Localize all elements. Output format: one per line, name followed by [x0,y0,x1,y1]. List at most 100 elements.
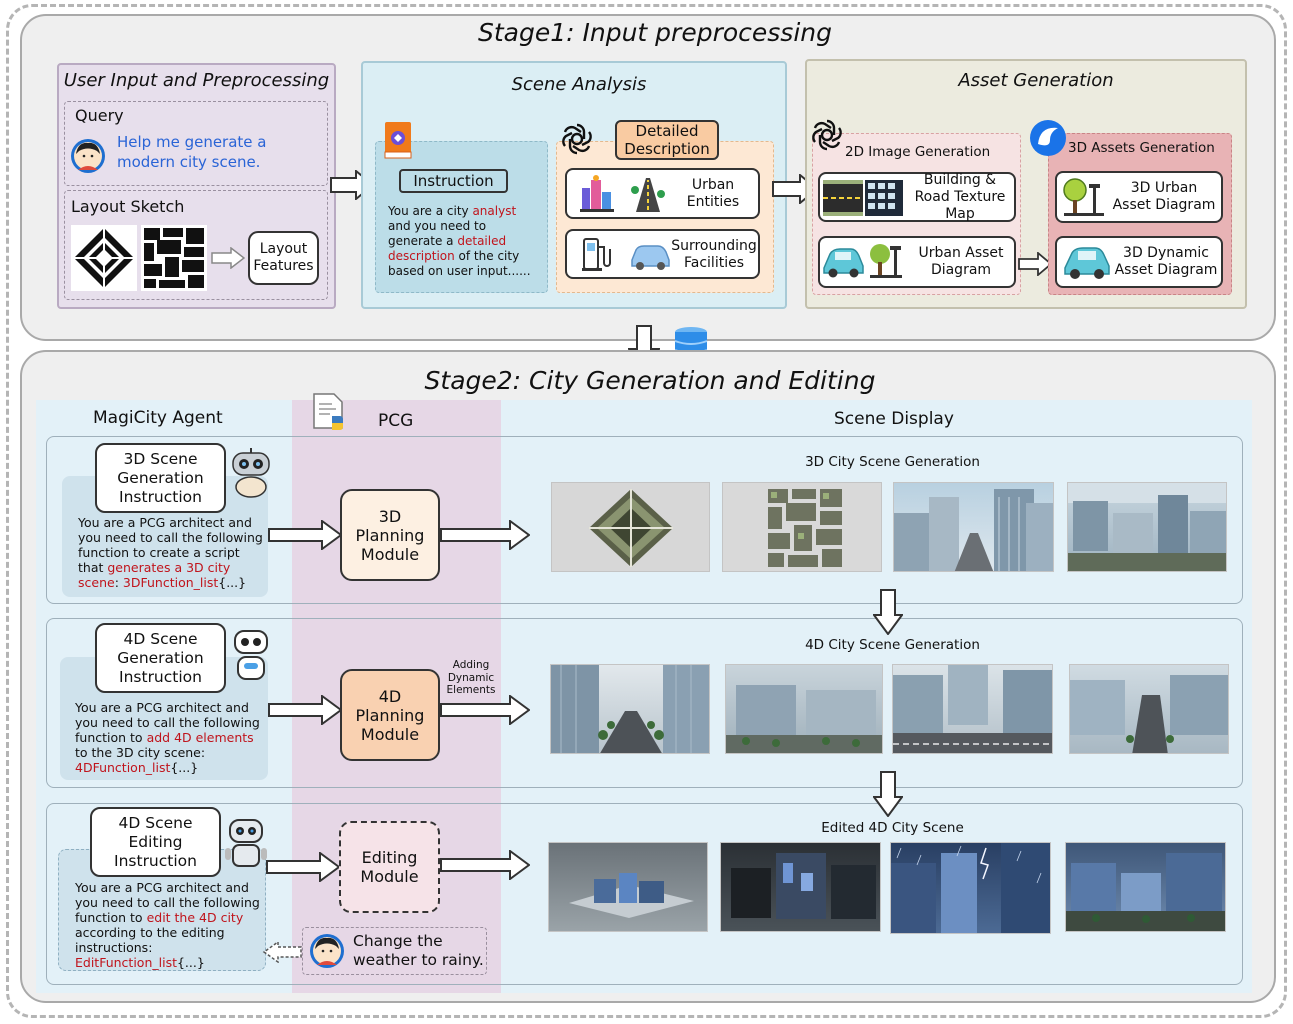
row2-instruction-text: You are a PCG architect and you need to … [75,700,265,775]
row2-text-highlight: add 4D elements [146,730,254,745]
arrow-row1-to-row2 [873,589,903,635]
road-icon [630,174,666,214]
arrow-2d-to-3d [1018,252,1052,276]
display-column-title: Scene Display [834,409,954,429]
scene-image-3d-layout-diamond [551,482,710,572]
row1-display-title: 3D City Scene Generation [805,454,980,470]
row2-text-b: to the 3D city scene: [75,745,206,760]
car-icon-2 [821,242,865,280]
row2-display-title: 4D City Scene Generation [805,637,980,653]
car-icon [628,238,672,272]
agent-column-title: MagiCity Agent [93,408,223,428]
user-request-text: Change the weather to rainy. [353,932,484,969]
instruction-label-box: Instruction [399,169,508,193]
row3-module: Editing Module [339,821,440,913]
instruction-text: You are a city analyst and you need to g… [388,204,540,279]
row1-text-c: {...} [218,575,247,590]
layout-features-box: Layout Features [248,231,319,285]
scene-image-4d-street [550,664,710,754]
robot-icon-3 [223,816,269,870]
asset-generation-title: Asset Generation [958,70,1114,91]
row1-instruction-text: You are a PCG architect and you need to … [78,515,268,590]
scene-image-4d-intersection [892,664,1053,754]
city-icon [578,174,616,214]
urban-entities-label: Urban Entities [686,177,740,210]
row2-instruction-title: 4D Scene Generation Instruction [95,623,226,693]
layout-sketch-blocks [141,225,207,291]
image-gen-label: 2D Image Generation [845,144,991,160]
row1-text-highlight: generates a 3D city scene [78,560,231,590]
surrounding-facilities-label: Surrounding Facilities [671,238,757,271]
road-texture-icon [823,178,905,218]
row1-function-name: 3DFunction_list [122,575,219,590]
urban-3d-label: 3D Urban Asset Diagram [1112,180,1216,213]
row2-arrow-to-display [440,695,530,725]
assets-gen-label: 3D Assets Generation [1068,140,1215,156]
row1-instruction-title: 3D Scene Generation Instruction [95,443,226,513]
user-input-title: User Input and Preprocessing [63,70,330,91]
user-request-box [302,927,487,975]
python-script-icon [310,392,348,432]
scene-image-3d-layout-blocks [722,482,882,572]
layout-arrow [211,247,245,269]
instruction-text-part-3: of the city based on user input...... [388,249,531,278]
row3-text-c: {...} [176,955,205,970]
scene-image-4d-overview [1069,664,1229,754]
scene-image-4d-aerial [725,664,883,754]
openai-logo-icon-2 [810,118,844,152]
row2-arrow-note: Adding Dynamic Elements [446,659,496,696]
row3-arrow-to-module [266,852,340,882]
user-avatar-icon-2 [309,933,345,969]
urban-asset-diagram-label: Urban Asset Diagram [918,245,1004,278]
row-4d-frame [46,618,1243,788]
row3-text-b: according to the editing instructions: [75,925,225,955]
pcg-column-title: PCG [378,411,414,431]
arrow-row2-to-row3 [873,771,903,817]
instruction-text-highlight-analyst: analyst [472,204,517,218]
scene-image-edit-aerial [1065,842,1226,932]
openai-logo-icon [560,122,594,156]
instruction-text-highlight-description: detailed description [388,234,507,263]
row3-instruction-title: 4D Scene Editing Instruction [90,807,221,877]
row2-arrow-to-module [268,695,342,725]
instruction-text-part-2: and you need to generate a [388,219,487,248]
book-icon [382,120,414,160]
row-edit-frame [46,803,1243,985]
detailed-description-box: Detailed Description [615,120,719,160]
robot-icon [228,446,274,498]
row-3d-frame [46,436,1243,604]
building-road-label: Building & Road Texture Map [914,171,1006,222]
stage2-title: Stage2: City Generation and Editing [424,366,876,395]
row2-text-a: You are a PCG architect and you need to … [75,700,260,745]
3d-gen-logo-icon [1028,118,1068,158]
row1-text-b: : [114,575,123,590]
instruction-box [375,141,548,293]
fuel-pump-icon [580,235,616,273]
layout-sketch-diamond [71,225,137,291]
scene-image-3d-street [893,482,1054,572]
layout-sketch-label: Layout Sketch [71,197,185,216]
row3-instruction-text: You are a PCG architect and you need to … [75,880,265,970]
user-avatar-icon [70,138,106,174]
scene-image-edit-rain [890,842,1051,934]
row3-text-a: You are a PCG architect and you need to … [75,880,260,925]
stage1-title: Stage1: Input preprocessing [477,18,832,47]
row1-arrow-to-display [440,520,530,550]
query-text: Help me generate a modern city scene. [117,133,267,171]
scene-image-edit-far [548,842,708,932]
row1-arrow-to-module [268,520,342,550]
row1-module: 3D Planning Module [340,489,440,581]
row3-function-name: EditFunction_list [75,955,177,970]
scene-image-edit-dark [720,842,881,932]
row2-function-name: 4DFunction_list [75,760,171,775]
instruction-text-part-1: You are a city [388,204,473,218]
row3-arrow-to-display [440,850,530,880]
row3-display-title: Edited 4D City Scene [821,820,964,836]
tree-icon-2 [1061,176,1107,218]
row2-text-c: {...} [170,760,199,775]
row1-text-a: You are a PCG architect and you need to … [78,515,263,575]
tree-icon [866,240,906,280]
robot-icon-2 [230,627,272,683]
row2-module: 4D Planning Module [340,669,440,761]
car-icon-3 [1062,240,1112,282]
